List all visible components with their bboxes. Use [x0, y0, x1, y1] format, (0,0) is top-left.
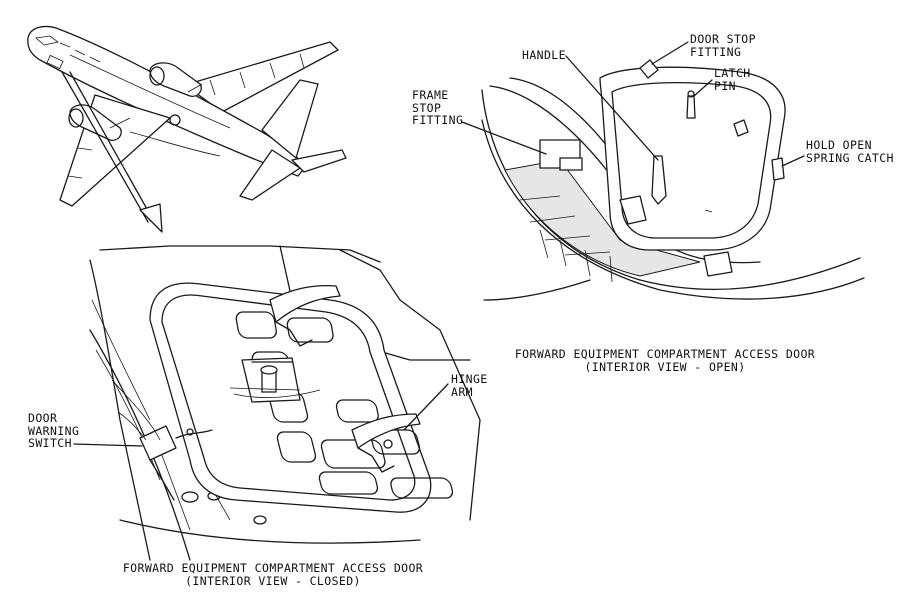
- label-hold-open-spring-catch: HOLD OPEN SPRING CATCH: [806, 138, 894, 165]
- caption-open-view: FORWARD EQUIPMENT COMPARTMENT ACCESS DOO…: [514, 347, 816, 374]
- leader-lines: [73, 41, 805, 447]
- label-door-warning-switch: DOOR WARNING SWITCH: [28, 411, 80, 450]
- caption-closed-view: FORWARD EQUIPMENT COMPARTMENT ACCESS DOO…: [122, 561, 424, 588]
- label-hinge-arm: HINGE ARM: [451, 372, 488, 399]
- label-door-stop-fitting: DOOR STOP FITTING: [690, 32, 756, 59]
- label-latch-pin: LATCH PIN: [714, 66, 751, 93]
- closed-view-illustration: [89, 245, 481, 561]
- open-view-illustration: [481, 59, 865, 301]
- airplane-illustration: [27, 25, 347, 233]
- label-frame-stop-fitting: FRAME STOP FITTING: [412, 88, 464, 127]
- door-cutouts: [235, 311, 454, 499]
- label-handle: HANDLE: [522, 48, 566, 62]
